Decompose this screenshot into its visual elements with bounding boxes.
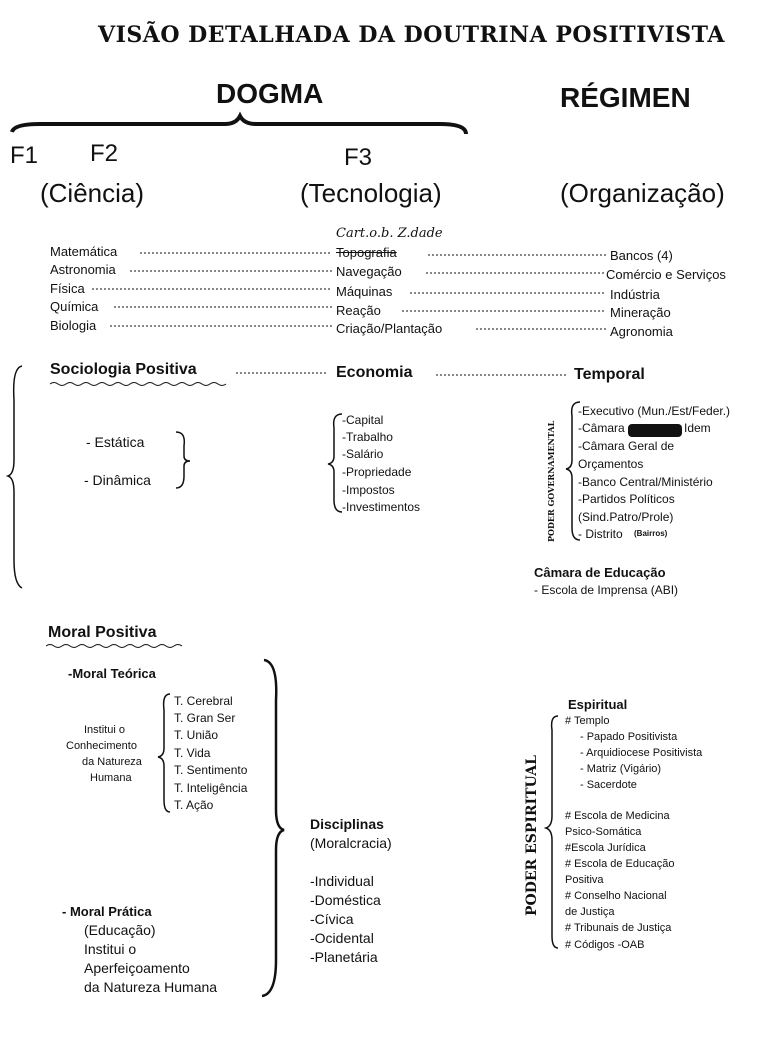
- economia-item: -Trabalho: [342, 430, 393, 444]
- dogma-heading: DOGMA: [216, 78, 324, 109]
- tech-maquinas: Máquinas: [336, 284, 393, 299]
- institui-line: Institui o: [84, 724, 125, 736]
- espiritual-heading: Espiritual: [568, 697, 628, 712]
- espiritual-item: Positiva: [565, 874, 604, 886]
- handwritten-note: Cart.o.b. Z.dade: [336, 226, 443, 241]
- tecnologia-heading: (Tecnologia): [300, 178, 442, 208]
- pratica-line: (Educação): [84, 922, 156, 938]
- espiritual-item: # Escola de Educação: [565, 858, 675, 870]
- teorica-item: T. União: [174, 728, 219, 742]
- institui-line: Humana: [90, 772, 132, 784]
- moral-heading: Moral Positiva: [48, 624, 157, 641]
- pratica-line: Aperfeiçoamento: [84, 960, 190, 976]
- pratica-line: da Natureza Humana: [84, 979, 218, 995]
- sociologia-heading: Sociologia Positiva: [50, 361, 197, 378]
- temporal-item: (Sind.Patro/Prole): [578, 510, 674, 524]
- economia-item: -Salário: [342, 447, 384, 461]
- distrito-note: (Bairros): [634, 529, 668, 538]
- org-industria: Indústria: [610, 287, 660, 302]
- espiritual-item: Psico-Somática: [565, 826, 642, 838]
- teorica-item: T. Vida: [174, 746, 211, 760]
- org-bancos: Bancos (4): [610, 248, 673, 263]
- moral-pratica-label: - Moral Prática: [62, 904, 152, 919]
- temporal-item: - Distrito: [578, 527, 623, 541]
- science-astronomia: Astronomia: [50, 262, 116, 277]
- poder-governamental-label: PODER GOVERNAMENTAL: [546, 420, 556, 542]
- org-comercio: Comércio e Serviços: [606, 267, 726, 282]
- temporal-item: -Partidos Políticos: [578, 492, 675, 506]
- f3-label: F3: [344, 144, 373, 171]
- teorica-item: T. Ação: [174, 798, 214, 812]
- teorica-item: T. Sentimento: [174, 763, 248, 777]
- teorica-item: T. Cerebral: [174, 694, 233, 708]
- science-biologia: Biologia: [50, 318, 97, 333]
- economia-heading: Economia: [336, 364, 413, 381]
- espiritual-item: #Escola Jurídica: [565, 842, 646, 854]
- escola-imprensa: - Escola de Imprensa (ABI): [534, 583, 679, 597]
- idem-label: Idem: [684, 421, 711, 435]
- temporal-item: -Executivo (Mun./Est/Feder.): [578, 404, 731, 418]
- poder-espiritual-label: PODER ESPIRITUAL: [524, 755, 540, 916]
- espiritual-item: # Conselho Nacional: [565, 890, 667, 902]
- espiritual-item: # Templo: [565, 715, 610, 727]
- espiritual-item: - Papado Positivista: [580, 731, 678, 743]
- tech-reacao: Reação: [336, 303, 381, 318]
- temporal-heading: Temporal: [574, 366, 645, 383]
- temporal-item: Orçamentos: [578, 457, 644, 471]
- temporal-item: -Banco Central/Ministério: [578, 475, 713, 489]
- disciplina-item: -Individual: [310, 873, 374, 889]
- teorica-item: T. Inteligência: [174, 781, 248, 795]
- disciplina-item: -Doméstica: [310, 892, 381, 908]
- page-title: VISÃO DETALHADA DA DOUTRINA POSITIVISTA: [98, 22, 725, 48]
- institui-line: Conhecimento: [66, 740, 137, 752]
- moral-teorica-label: -Moral Teórica: [68, 666, 156, 681]
- institui-line: da Natureza: [82, 756, 142, 768]
- disciplina-item: -Planetária: [310, 949, 378, 965]
- org-mineracao: Mineração: [610, 305, 671, 320]
- pratica-line: Institui o: [84, 941, 137, 957]
- science-quimica: Química: [50, 299, 99, 314]
- espiritual-item: # Escola de Medicina: [565, 810, 670, 822]
- moralcracia-label: (Moralcracia): [310, 835, 392, 851]
- camara-educacao: Câmara de Educação: [534, 565, 666, 580]
- temporal-item: -Câmara: [578, 421, 625, 435]
- regimen-heading: RÉGIMEN: [560, 82, 691, 113]
- espiritual-item: de Justiça: [565, 906, 615, 918]
- economia-item: -Investimentos: [342, 500, 421, 514]
- organizacao-heading: (Organização): [560, 178, 725, 208]
- tech-navegacao: Navegação: [336, 264, 402, 279]
- dinamica-label: - Dinâmica: [84, 472, 151, 488]
- economia-item: -Impostos: [342, 483, 395, 497]
- espiritual-item: - Matriz (Vigário): [580, 763, 662, 775]
- f1-label: F1: [10, 142, 39, 169]
- temporal-item: -Câmara Geral de: [578, 439, 675, 453]
- tech-criacao: Criação/Plantação: [336, 321, 443, 336]
- teorica-item: T. Gran Ser: [174, 711, 236, 725]
- espiritual-item: - Sacerdote: [580, 779, 637, 791]
- espiritual-item: - Arquidiocese Positivista: [580, 747, 703, 759]
- disciplinas-heading: Disciplinas: [310, 816, 384, 832]
- disciplina-item: -Ocidental: [310, 930, 374, 946]
- tech-topografia: Topografia: [336, 245, 397, 260]
- science-fisica: Física: [50, 281, 85, 296]
- economia-item: -Capital: [342, 413, 384, 427]
- espiritual-item: # Códigos -OAB: [565, 939, 645, 951]
- f2-label: F2: [90, 140, 119, 167]
- ciencia-heading: (Ciência): [40, 178, 145, 208]
- disciplina-item: -Cívica: [310, 911, 354, 927]
- estatica-label: - Estática: [86, 434, 145, 450]
- science-matematica: Matemática: [50, 244, 118, 259]
- espiritual-item: # Tribunais de Justiça: [565, 922, 672, 934]
- economia-item: -Propriedade: [342, 465, 412, 479]
- org-agronomia: Agronomia: [610, 324, 673, 339]
